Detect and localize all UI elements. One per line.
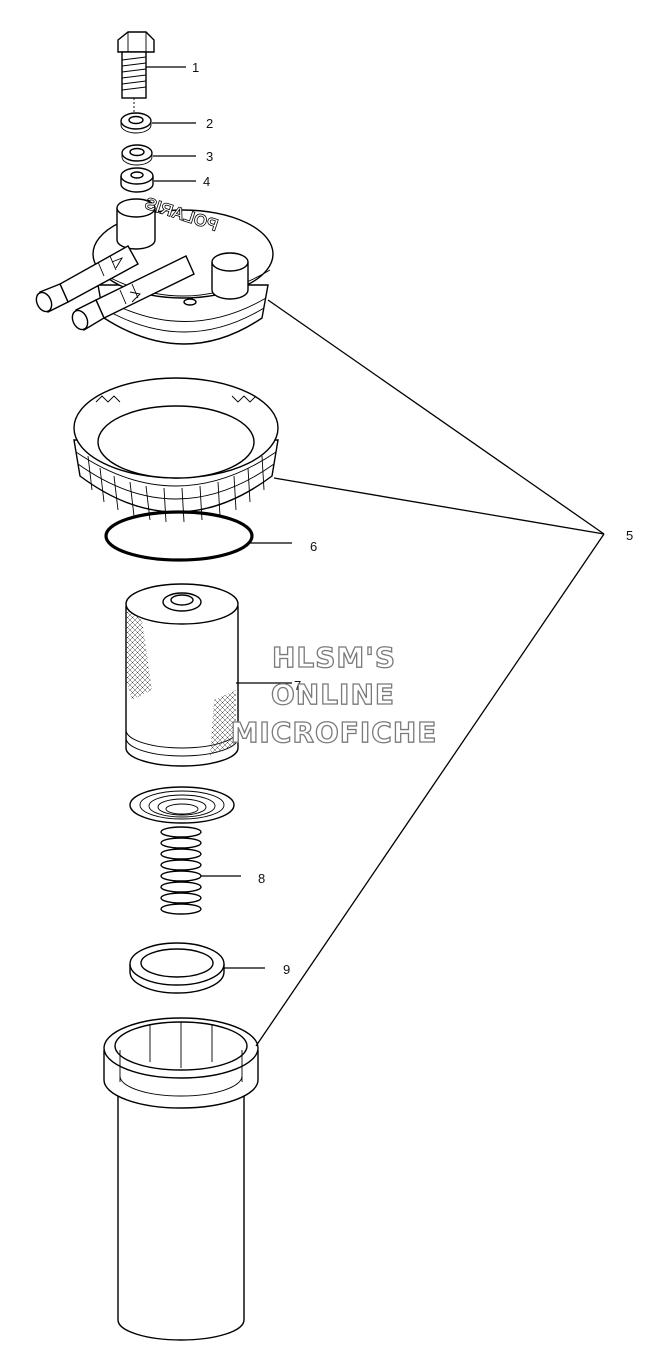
callout-6: 6 bbox=[310, 539, 317, 554]
lock-washer-part-3 bbox=[121, 144, 153, 166]
callout-7: 7 bbox=[294, 678, 301, 693]
watermark-line-3: MICROFICHE bbox=[231, 716, 438, 749]
watermark-line-2: ONLINE bbox=[271, 678, 395, 711]
o-ring-part-6 bbox=[104, 510, 254, 562]
filter-bowl bbox=[103, 1017, 259, 1341]
filter-element-part-7 bbox=[125, 583, 239, 767]
watermark-line-1: HLSM'S bbox=[272, 641, 396, 674]
leader-lines bbox=[146, 66, 605, 1047]
callout-1: 1 bbox=[192, 60, 199, 75]
callout-9: 9 bbox=[283, 962, 290, 977]
gasket-part-9 bbox=[129, 942, 225, 994]
callout-2: 2 bbox=[206, 116, 213, 131]
bolt-part-1 bbox=[117, 31, 155, 112]
watermark: HLSM'S ONLINE MICROFICHE bbox=[230, 640, 438, 749]
filter-cap: POLARIS bbox=[35, 193, 274, 345]
callout-4: 4 bbox=[203, 174, 210, 189]
washer-part-2 bbox=[120, 112, 152, 134]
nut-part-4 bbox=[120, 167, 154, 193]
spring-part-8 bbox=[129, 786, 235, 915]
callout-5: 5 bbox=[626, 528, 633, 543]
callout-3: 3 bbox=[206, 149, 213, 164]
threaded-ring bbox=[73, 377, 279, 523]
callout-8: 8 bbox=[258, 871, 265, 886]
